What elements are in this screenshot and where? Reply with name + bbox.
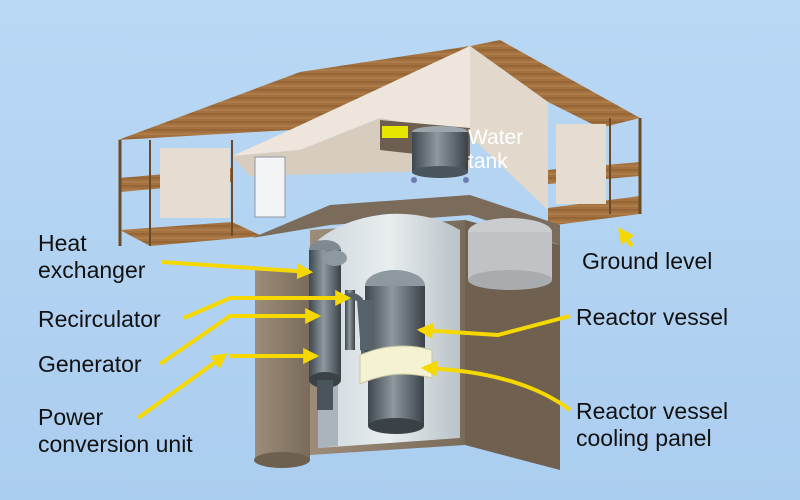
label-generator: Generator xyxy=(38,351,142,377)
arrow-heat-exchanger xyxy=(161,260,314,280)
label-reactor-vessel-cooling-panel: Reactor vessel cooling panel xyxy=(576,398,729,451)
label-ground-level: Ground level xyxy=(582,248,713,274)
water-tank-vessel xyxy=(411,126,469,183)
arrow-cooling-panel xyxy=(420,360,572,412)
cooling-panel-band xyxy=(359,345,433,385)
arrow-reactor-vessel xyxy=(416,314,571,339)
label-power-conversion-unit: Power conversion unit xyxy=(38,404,193,457)
arrow-power-conversion xyxy=(136,353,228,420)
right-balcony xyxy=(548,118,642,226)
left-balcony xyxy=(118,140,262,246)
arrow-ground-level xyxy=(618,227,635,248)
label-heat-exchanger: Heat exchanger xyxy=(38,230,146,283)
roof xyxy=(118,40,640,210)
label-recirculator: Recirculator xyxy=(38,306,161,332)
label-water-tank: Water tank xyxy=(468,126,524,173)
callout-arrows xyxy=(136,227,635,420)
arrow-generator xyxy=(158,308,322,366)
arrow-recirculator xyxy=(183,290,352,320)
label-reactor-vessel: Reactor vessel xyxy=(576,304,729,330)
